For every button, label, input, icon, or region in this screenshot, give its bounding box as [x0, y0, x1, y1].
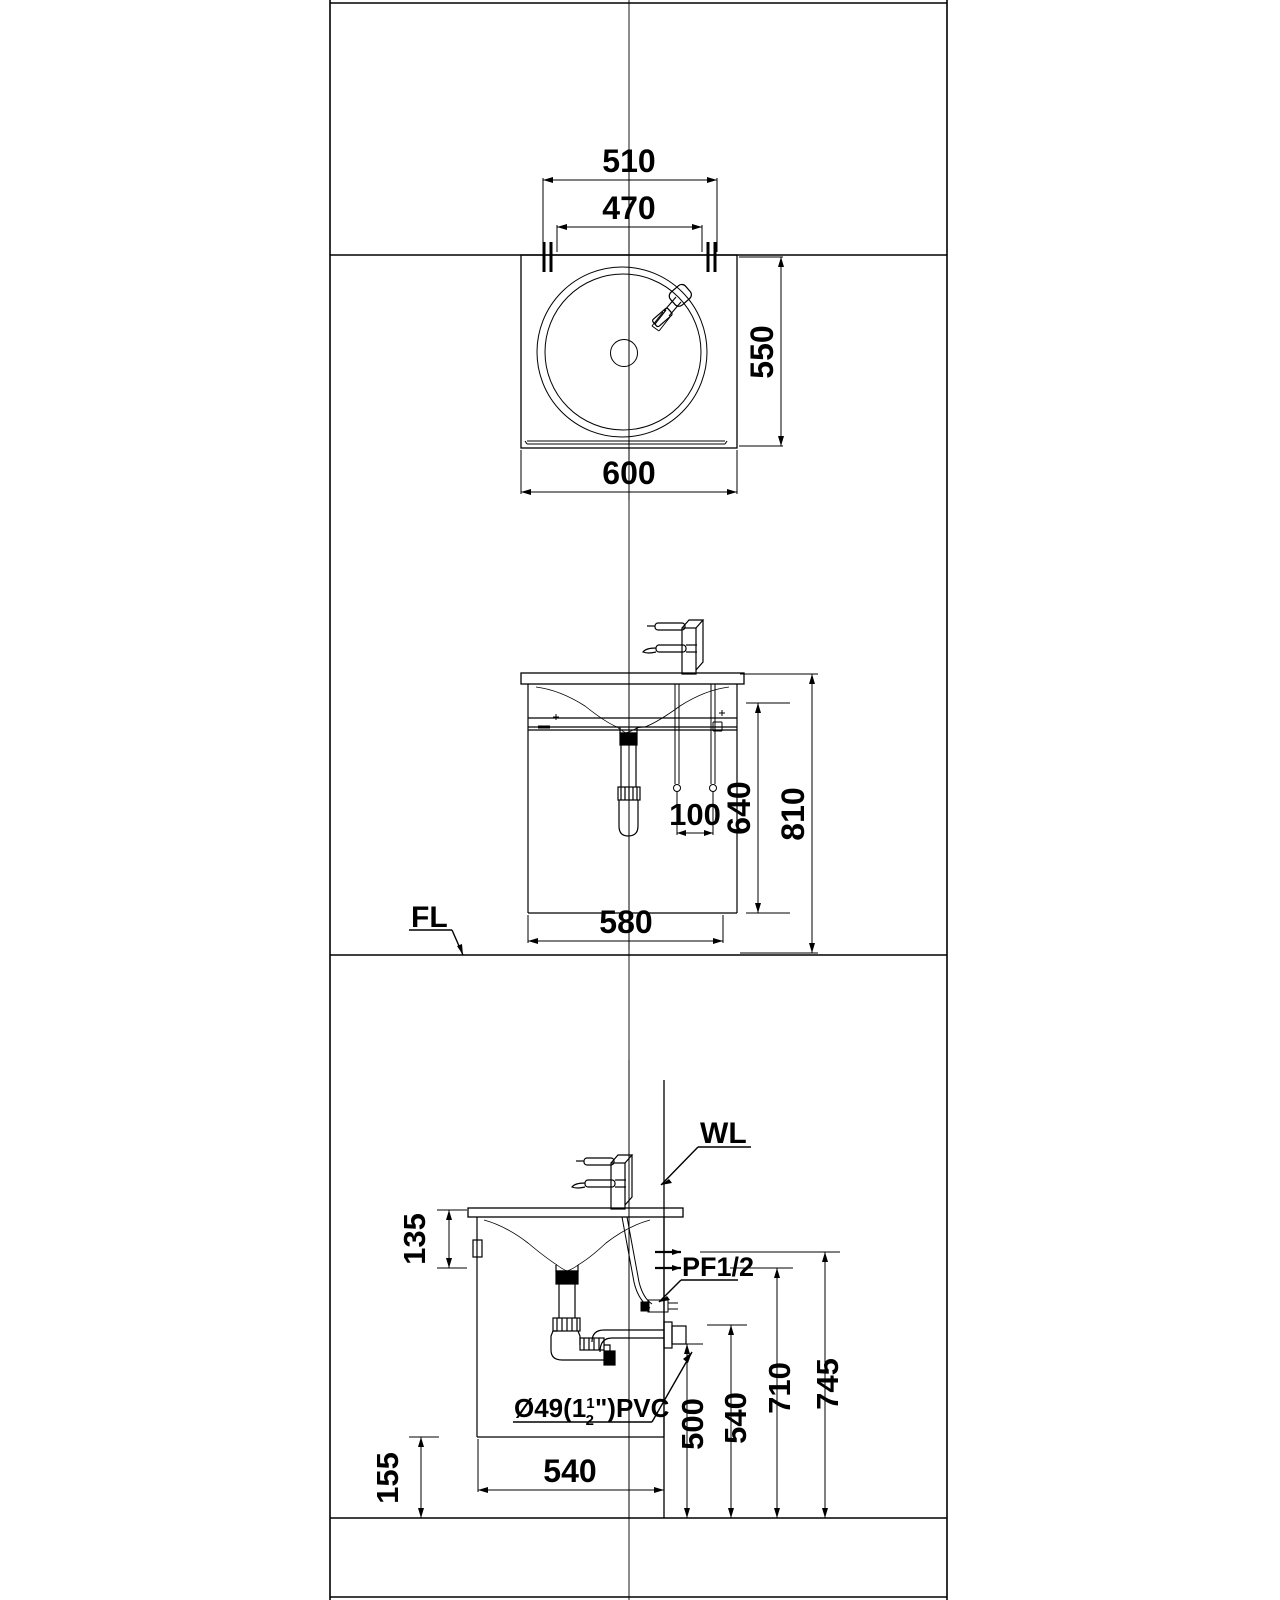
plan-dim-510-text: 510	[602, 143, 655, 179]
sheet-frame	[329, 0, 948, 1600]
side-dim-540-h-text: 540	[543, 1453, 596, 1489]
front-dim-100-text: 100	[669, 797, 721, 832]
plan-dim-470-text: 470	[602, 190, 655, 226]
wl-leader-arrow	[661, 1179, 672, 1185]
arrow-left	[543, 177, 553, 183]
plan-dim-550: 550	[739, 256, 784, 447]
front-supply-risers	[673, 684, 717, 800]
pf-leader-arrow	[659, 1296, 670, 1302]
hatch-arrow-top	[672, 1249, 681, 1255]
pf-annotation: PF1/2	[658, 1252, 754, 1303]
fl-leader-arrow	[457, 944, 463, 955]
plan-basin-rings	[536, 266, 708, 438]
side-trap-pipe	[591, 1321, 687, 1353]
plan-mount-ticks	[542, 242, 717, 272]
side-dim-155: 155	[370, 1436, 439, 1519]
side-drain-assembly	[550, 1265, 616, 1366]
side-dim-500-text: 500	[675, 1398, 710, 1450]
wl-label-text: WL	[700, 1117, 747, 1150]
side-section-group: WL PF1/2 Ø49(112")PVC	[370, 1060, 845, 1519]
side-supply-lines	[621, 1216, 678, 1313]
side-dim-540-v-text: 540	[718, 1392, 753, 1444]
pvc-numerator: 1	[586, 1395, 594, 1412]
plan-front-edge	[524, 440, 728, 445]
plan-view-group: 510 470	[520, 143, 784, 500]
front-dim-640-text: 640	[721, 781, 757, 834]
arrow-right	[707, 177, 717, 183]
front-faucet	[642, 619, 705, 675]
side-dim-745-text: 745	[810, 1358, 845, 1410]
side-counter-top	[467, 1207, 684, 1218]
front-dim-640: 640	[721, 702, 790, 914]
front-dim-810: 810	[740, 673, 818, 954]
side-dim-135: 135	[397, 1209, 467, 1269]
side-dim-540-v: 540	[707, 1324, 753, 1518]
plan-dim-510: 510	[542, 143, 718, 252]
front-dim-100: 100	[669, 797, 721, 836]
front-cabinet-body	[527, 684, 738, 914]
front-counter-top	[520, 672, 745, 685]
side-dim-135-text: 135	[397, 1213, 432, 1265]
front-dim-580: 580	[527, 904, 724, 944]
side-dim-745: 745	[700, 1251, 845, 1518]
front-dim-580-text: 580	[599, 904, 652, 940]
side-dim-710-text: 710	[762, 1362, 797, 1414]
plan-dim-600: 600	[520, 450, 738, 495]
side-dim-710: 710	[730, 1267, 797, 1518]
pvc-denominator: 2	[586, 1412, 594, 1429]
side-dim-540-h: 540	[477, 1439, 665, 1493]
side-dim-500: 500	[672, 1343, 710, 1518]
plan-dim-470: 470	[556, 190, 703, 252]
plan-dim-600-text: 600	[602, 455, 655, 491]
front-dim-810-text: 810	[775, 787, 811, 840]
plan-faucet-icon	[651, 283, 692, 332]
wl-annotation: WL	[660, 1117, 751, 1186]
hatch-arrow-bottom	[672, 1265, 681, 1271]
pvc-suffix: ")PVC	[595, 1393, 670, 1423]
front-overflow-marks	[538, 710, 725, 732]
front-elevation-group: 100 580 640	[409, 600, 818, 956]
fl-annotation: FL	[409, 901, 464, 956]
fl-label-text: FL	[411, 901, 448, 934]
plan-dim-550-text: 550	[744, 325, 780, 378]
pf-label-text: PF1/2	[682, 1252, 754, 1282]
pvc-prefix: Ø49(1	[514, 1393, 586, 1423]
side-dim-155-text: 155	[370, 1452, 405, 1504]
